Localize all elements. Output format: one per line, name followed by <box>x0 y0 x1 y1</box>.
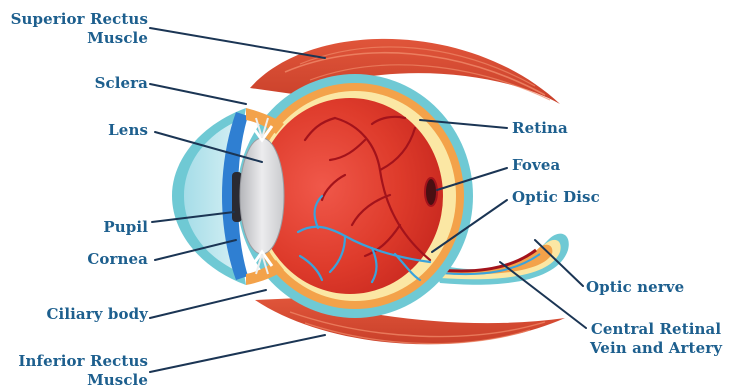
inferior-rectus-muscle <box>255 298 565 344</box>
label-inferior-rectus-muscle: Inferior Rectus Muscle <box>2 352 148 390</box>
label-central-retinal-line2: Vein and Artery <box>588 339 724 358</box>
label-optic-disc-text: Optic Disc <box>512 188 600 207</box>
fovea-shape <box>425 178 437 206</box>
label-inferior-rectus-line1: Inferior Rectus <box>2 352 148 371</box>
label-ciliary-body-text: Ciliary body <box>10 305 148 324</box>
label-optic-nerve: Optic nerve <box>586 278 684 297</box>
label-pupil: Pupil <box>60 218 148 237</box>
label-central-retinal-vein-artery: Central Retinal Vein and Artery <box>588 320 724 358</box>
label-lens: Lens <box>60 121 148 140</box>
label-retina: Retina <box>512 119 568 138</box>
label-inferior-rectus-line2: Muscle <box>2 371 148 390</box>
label-superior-rectus-muscle: Superior Rectus Muscle <box>8 10 148 48</box>
label-retina-text: Retina <box>512 119 568 138</box>
label-ciliary-body: Ciliary body <box>10 305 148 324</box>
label-central-retinal-line1: Central Retinal <box>588 320 724 339</box>
label-fovea-text: Fovea <box>512 156 560 175</box>
label-sclera-text: Sclera <box>60 74 148 93</box>
label-superior-rectus-line2: Muscle <box>8 29 148 48</box>
label-cornea-text: Cornea <box>60 250 148 269</box>
label-sclera: Sclera <box>60 74 148 93</box>
label-pupil-text: Pupil <box>60 218 148 237</box>
label-optic-nerve-text: Optic nerve <box>586 278 684 297</box>
label-fovea: Fovea <box>512 156 560 175</box>
label-lens-text: Lens <box>60 121 148 140</box>
label-optic-disc: Optic Disc <box>512 188 600 207</box>
label-superior-rectus-line1: Superior Rectus <box>8 10 148 29</box>
label-cornea: Cornea <box>60 250 148 269</box>
